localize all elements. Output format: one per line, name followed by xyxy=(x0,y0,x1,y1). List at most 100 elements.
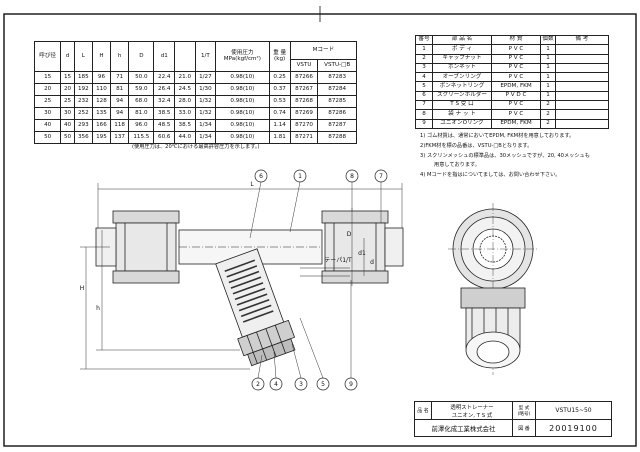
balloon-8: 8 xyxy=(345,169,359,211)
parts-cell: P V C xyxy=(491,44,541,55)
svg-text:h: h xyxy=(96,305,100,312)
parts-cell: P V C xyxy=(491,109,541,120)
balloon-9: 9 xyxy=(344,280,358,391)
tb-company-text: 前澤化成工業株式会社 xyxy=(431,424,496,433)
parts-cell xyxy=(555,44,609,55)
strainer-front-view xyxy=(95,210,404,367)
parts-cell xyxy=(555,118,609,129)
dimension-cell: 0.37 xyxy=(268,83,291,96)
header-L: L xyxy=(73,41,93,72)
parts-cell: EPDM, FKM xyxy=(491,118,541,129)
parts-cell: P V C xyxy=(491,62,541,74)
dimension-cell: 1/32 xyxy=(194,95,217,108)
parts-cell xyxy=(555,72,609,83)
dimension-cell: 24.5 xyxy=(174,83,196,96)
parts-cell: 1 xyxy=(415,44,433,55)
dimension-cell: 32.4 xyxy=(153,95,176,108)
note-4: 4) Mコードを指はについてましては、お問い合わせ下さい。 xyxy=(420,172,561,178)
dimension-cell: 87269 xyxy=(289,107,319,120)
dimension-cell: 87288 xyxy=(317,131,357,144)
svg-text:9: 9 xyxy=(349,381,353,388)
parts-cell: P V D C xyxy=(491,90,541,102)
balloon-6: 6 xyxy=(249,169,268,239)
parts-header-no: 番号 xyxy=(415,34,433,46)
parts-cell: ボンネットリング xyxy=(432,81,492,92)
dimension-cell: 0.53 xyxy=(268,95,291,108)
dimension-cell: 87283 xyxy=(317,71,357,84)
strainer-side-view xyxy=(448,203,538,375)
svg-text:2: 2 xyxy=(256,381,260,388)
dimension-cell: 33.0 xyxy=(174,107,196,120)
svg-text:1: 1 xyxy=(298,173,302,180)
dimension-cell: 0.98(10) xyxy=(215,119,270,132)
dimension-cell: 1/32 xyxy=(194,107,217,120)
dimension-cell: 0.98(10) xyxy=(215,131,270,144)
title-block: 品 名 透明ストレーナー ユニオン, T S 式 型 式 (略号) VSTU15… xyxy=(414,401,612,437)
dimension-cell: 96.0 xyxy=(128,119,155,132)
balloon-4: 4 xyxy=(269,351,283,391)
parts-cell: 9 xyxy=(415,118,433,129)
dimension-cell: 30 xyxy=(33,107,62,120)
parts-cell: 2 xyxy=(540,100,556,111)
dimension-cell: 1/34 xyxy=(194,119,217,132)
parts-cell: P V C xyxy=(491,53,541,64)
dimension-cell: 185 xyxy=(73,71,93,84)
parts-cell: 5 xyxy=(415,81,433,92)
dimension-cell: 0.98(10) xyxy=(215,71,270,84)
parts-cell: 2 xyxy=(540,109,556,120)
parts-cell: スクリーンホルダー xyxy=(432,90,492,102)
parts-cell: 3 xyxy=(415,62,433,74)
parts-cell: 1 xyxy=(540,62,556,74)
dimension-cell: 356 xyxy=(73,131,93,144)
parts-cell: P V C xyxy=(491,100,541,111)
parts-cell xyxy=(555,90,609,102)
parts-header-remarks: 備 考 xyxy=(555,34,609,46)
tb-model-label-sub: (略号) xyxy=(517,411,531,417)
parts-cell: オーブンリング xyxy=(432,72,492,83)
dimension-text: L H h D d1 d テーパ1/T xyxy=(80,181,374,312)
left-union-nut xyxy=(112,210,180,224)
dimension-cell: 38.5 xyxy=(153,107,176,120)
header-taper: 1/T xyxy=(194,41,217,72)
note-1: 1) ゴム材質は、通常においてEPDM, FKM材を用意しております。 xyxy=(420,133,575,139)
tb-model-text: VSTU15~50 xyxy=(555,407,592,414)
tb-number: 20019100 xyxy=(536,420,611,436)
header-d: d xyxy=(60,41,75,72)
tb-product-name: 透明ストレーナー ユニオン, T S 式 xyxy=(432,402,513,420)
parts-cell: 1 xyxy=(540,44,556,55)
svg-text:8: 8 xyxy=(350,173,354,180)
dimension-cell: 25 xyxy=(60,95,75,108)
dimension-cell: 40 xyxy=(33,119,62,132)
svg-text:4: 4 xyxy=(274,381,278,388)
svg-text:6: 6 xyxy=(259,173,263,180)
header-size: 呼び径 xyxy=(33,41,62,72)
dimension-cell: 1.81 xyxy=(268,131,291,144)
balloon-7: 7 xyxy=(374,169,388,223)
header-D: D xyxy=(128,41,155,72)
parts-cell: P V C xyxy=(491,72,541,83)
dimension-cell: 81.0 xyxy=(128,107,155,120)
dimension-cell: 15 xyxy=(60,71,75,84)
tb-name-label: 品 名 xyxy=(415,402,432,420)
header-d1: d1 xyxy=(153,41,176,72)
tb-product-name-line1: 透明ストレーナー xyxy=(450,404,494,411)
dimension-cell: 38.5 xyxy=(174,119,196,132)
balloon-1: 1 xyxy=(289,169,307,233)
dimension-cell: 118 xyxy=(110,119,130,132)
parts-cell xyxy=(555,100,609,111)
dimension-cell: 195 xyxy=(91,131,112,144)
dimension-cell: 40 xyxy=(60,119,75,132)
screen-mesh xyxy=(224,259,274,323)
dimension-cell: 87284 xyxy=(317,83,357,96)
dimension-cell: 1/30 xyxy=(194,83,217,96)
